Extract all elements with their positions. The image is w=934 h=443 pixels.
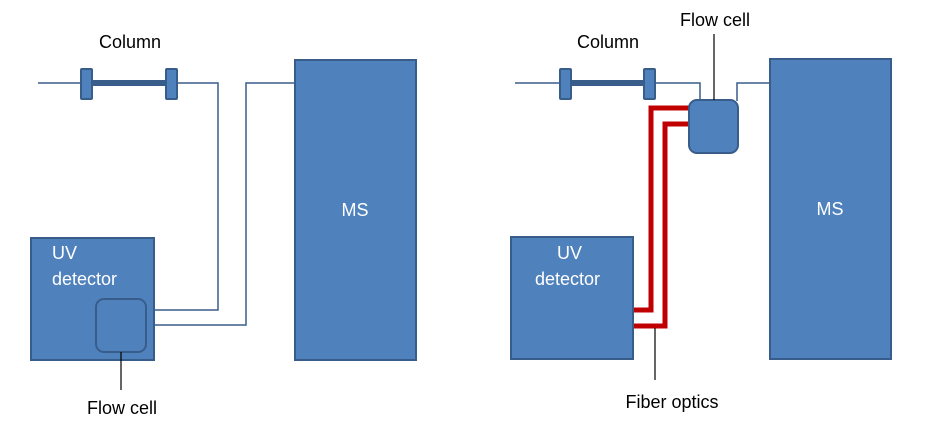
right-uv-detector-label-line2: detector [535, 269, 600, 289]
left-column-fitting-left [80, 68, 93, 100]
left-uv-detector-label-line2: detector [52, 269, 117, 289]
left-column-label: Column [99, 32, 161, 52]
left-flow-cell-label: Flow cell [87, 398, 157, 418]
left-uv-detector-label-line1: UV [52, 243, 77, 263]
left-setup: UV detector MS Column Flow cell [30, 32, 417, 418]
right-ms-label: MS [817, 199, 844, 219]
right-setup: UV detector MS Column Flow cell Fiber op… [510, 10, 892, 412]
right-fiber-optics-label: Fiber optics [625, 392, 718, 412]
right-flow-cell [688, 99, 739, 154]
left-tube-detector-to-ms [155, 82, 295, 326]
right-tube-column-to-flow-cell [655, 82, 701, 101]
right-flow-cell-label: Flow cell [680, 10, 750, 30]
right-column-fitting-right [643, 68, 656, 100]
right-uv-detector [510, 236, 634, 360]
right-column-fitting-left [559, 68, 572, 100]
right-fiber-optic-1 [633, 105, 689, 313]
right-column-label: Column [577, 32, 639, 52]
left-column-fitting-right [165, 68, 178, 100]
left-ms [294, 59, 417, 361]
right-uv-detector-label-line1: UV [557, 243, 582, 263]
right-fiber-optic-2 [633, 121, 689, 329]
left-ms-label: MS [342, 200, 369, 220]
left-tube-column-to-detector [155, 82, 219, 311]
right-tube-flow-cell-to-ms [736, 82, 770, 101]
right-ms [769, 58, 892, 360]
